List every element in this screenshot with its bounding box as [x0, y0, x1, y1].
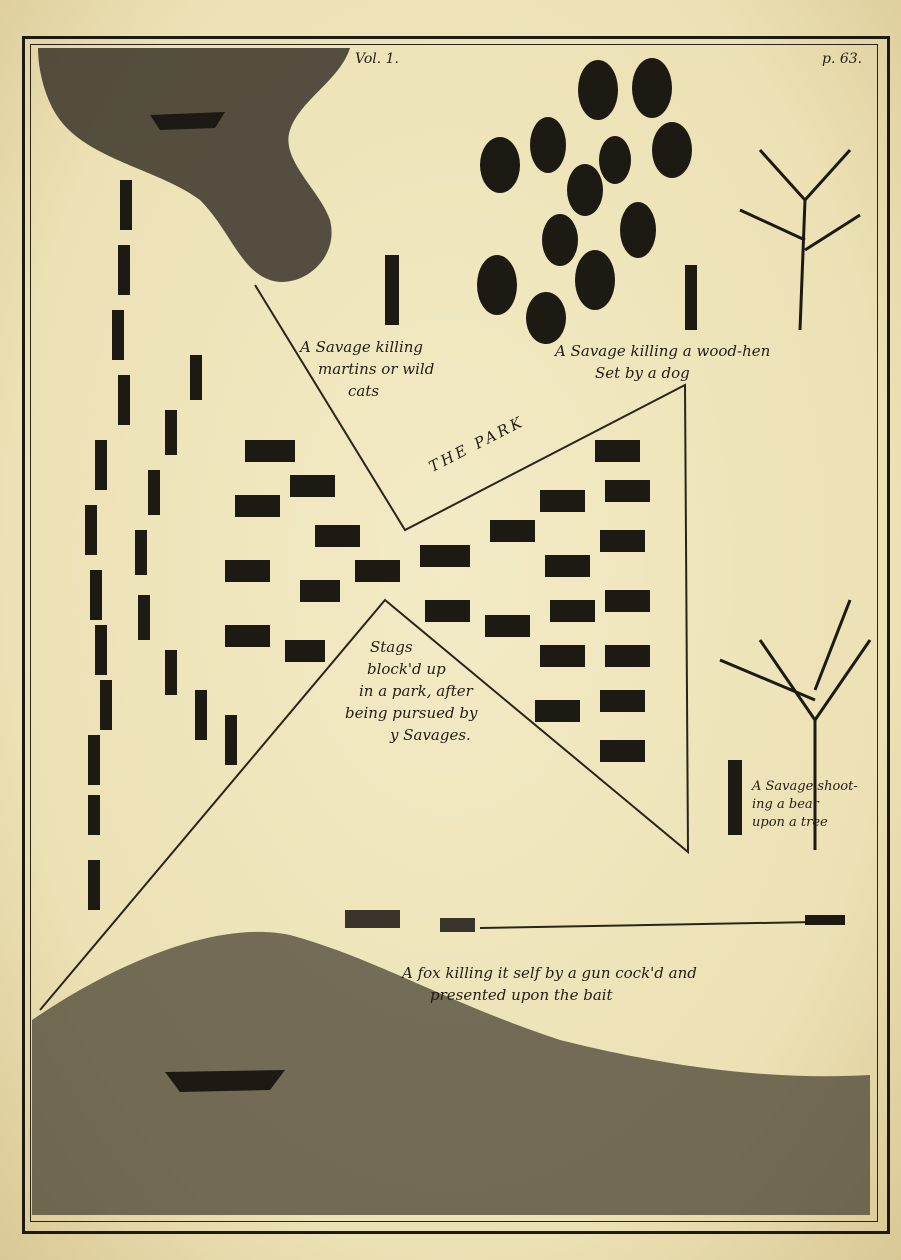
- volume-label: Vol. 1.: [355, 51, 399, 67]
- caption-line: A Savage shoot-: [752, 779, 858, 794]
- hill: [32, 931, 870, 1215]
- bait-dog: [440, 918, 475, 932]
- gun: [805, 915, 845, 925]
- lake: [38, 48, 350, 282]
- forest: [477, 58, 692, 344]
- caption-woodhen: A Savage killing a wood-hen Set by a dog: [555, 340, 770, 384]
- plate-border: [22, 36, 890, 1234]
- boat: [165, 1070, 285, 1092]
- page-number: p. 63.: [822, 51, 863, 67]
- caption-line: A fox killing it self by a gun cock'd an…: [402, 964, 697, 982]
- plate-inner-border: [30, 44, 878, 1222]
- stags: [225, 440, 650, 762]
- lake-boat: [150, 112, 225, 130]
- caption-line: presented upon the bait: [430, 986, 613, 1004]
- fox: [345, 910, 400, 928]
- caption-line: martins or wild: [318, 360, 435, 378]
- caption-line: cats: [348, 382, 380, 400]
- caption-line: A Savage killing: [300, 338, 424, 356]
- caption-line: A Savage killing a wood-hen: [555, 342, 771, 360]
- caption-line: y Savages.: [390, 726, 471, 744]
- caption-bear: A Savage shoot- ing a bear upon a tree: [752, 778, 858, 832]
- caption-fox: A fox killing it self by a gun cock'd an…: [402, 962, 697, 1006]
- caption-martins: A Savage killing martins or wild cats: [300, 336, 434, 402]
- bare-tree-top: [739, 148, 861, 331]
- caption-line: ing a bear: [752, 797, 819, 812]
- gun-trap-line: [479, 921, 816, 929]
- caption-line: block'd up: [367, 660, 446, 678]
- caption-line: Stags: [370, 638, 413, 656]
- caption-line: being pursued by: [345, 704, 478, 722]
- caption-line: Set by a dog: [595, 364, 690, 382]
- bare-tree-bear: [719, 599, 872, 850]
- caption-line: in a park, after: [359, 682, 473, 700]
- park-fence: [39, 284, 690, 1011]
- caption-stags: Stags block'd up in a park, after being …: [345, 636, 477, 746]
- hunters: [85, 180, 742, 910]
- caption-line: upon a tree: [752, 815, 828, 830]
